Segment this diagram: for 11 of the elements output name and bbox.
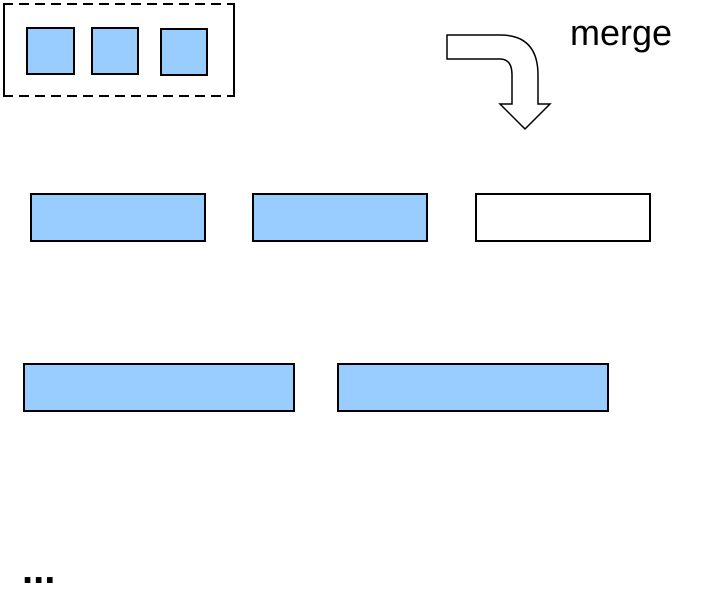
bar-block [252,193,428,242]
square-block [26,27,75,75]
square-block [160,28,208,76]
ellipsis: ... [22,548,56,593]
dashed-group-outline [3,3,235,97]
bar-block [30,193,206,242]
square-block [91,27,139,75]
bar-block [475,193,651,242]
bar-block [23,363,295,412]
bar-block [337,363,609,412]
merge-label: merge [570,12,672,54]
